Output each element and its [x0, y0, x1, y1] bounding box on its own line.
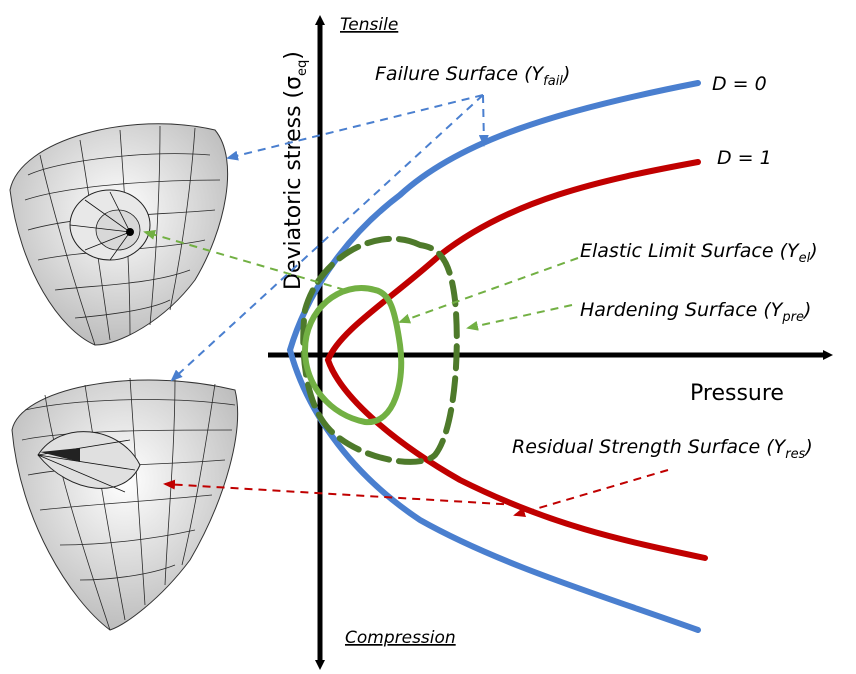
d0-label: D = 0 [712, 73, 767, 95]
residual-surface-3d-view-bottom [11, 377, 238, 631]
failure-arrow-to-bottom-surface [170, 94, 484, 382]
y-axis-label: Deviatoric stress (σeq) [281, 51, 310, 290]
residual-arrow-to-bottom-surface [163, 479, 519, 506]
x-axis-label: Pressure [690, 381, 784, 406]
failure-arrow-to-curve [478, 94, 489, 147]
elastic-limit-surface-label: Elastic Limit Surface (Yel) [580, 240, 818, 266]
residual-strength-surface-curve [324, 159, 708, 561]
hardening-surface-curve [301, 285, 405, 426]
residual-strength-surface-label: Residual Strength Surface (Yres) [512, 436, 813, 462]
hardening-arrow [466, 304, 573, 331]
d1-label: D = 1 [717, 147, 772, 169]
elastic-arrow [398, 257, 579, 324]
failure-surface-label: Failure Surface (Yfail) [375, 63, 570, 89]
tensile-label: Tensile [340, 15, 398, 35]
failure-arrow-to-top-surface [226, 94, 484, 161]
residual-arrow-to-curve [513, 469, 669, 517]
failure-surface-3d-view-top [9, 123, 229, 346]
green-arrow-to-top-surface [143, 229, 346, 291]
compression-label: Compression [345, 628, 456, 648]
hardening-surface-label: Hardening Surface (Ypre) [580, 299, 811, 325]
failure-surface-curve [286, 80, 701, 633]
